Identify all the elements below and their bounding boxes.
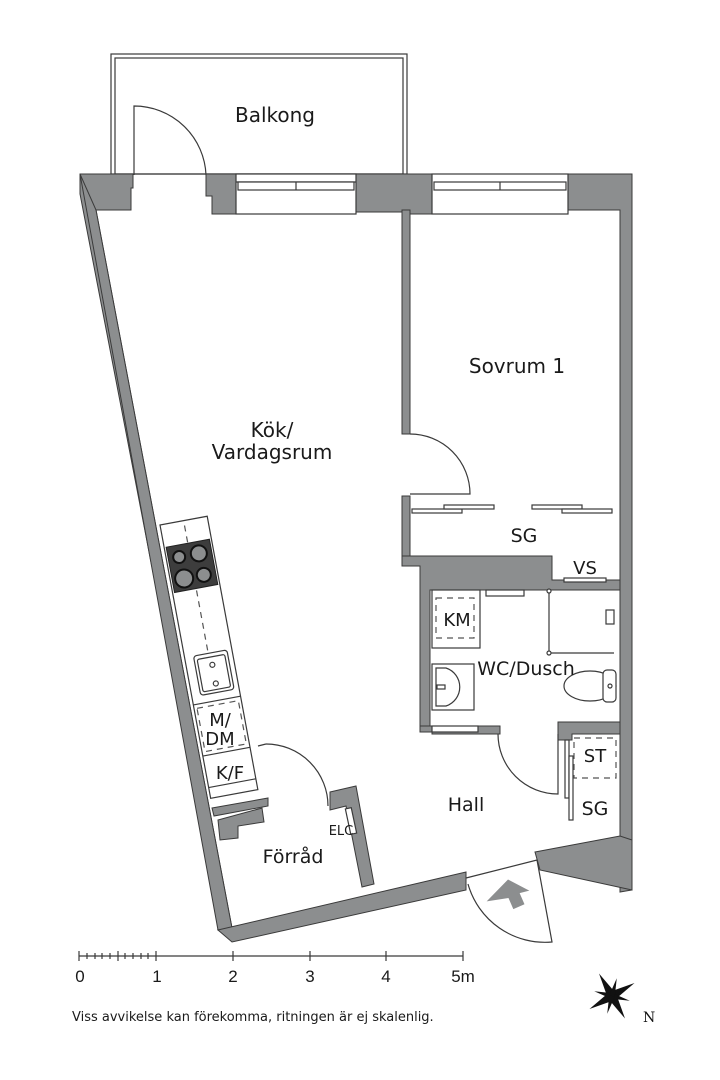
scale-label-1: 1 (152, 967, 161, 986)
scale-label-3: 3 (305, 967, 314, 986)
label-kitchen-1: Kök/ (251, 418, 294, 442)
shower (548, 590, 614, 654)
label-bedroom-wardrobe: SG (511, 525, 538, 547)
compass-icon (589, 973, 635, 1019)
kitchen (159, 515, 259, 800)
scale-bar: 0 1 2 3 4 5m (75, 951, 475, 986)
scale-label-4: 4 (381, 967, 390, 986)
label-fridge-freezer: K/F (216, 763, 244, 784)
label-dishwasher-2: DM (205, 729, 234, 750)
bedroom-door (409, 433, 471, 495)
label-dryer: ST (584, 746, 607, 767)
dryer (573, 737, 617, 779)
storage-door (265, 743, 329, 807)
entrance-arrow-icon (486, 879, 530, 910)
bathroom-fixtures (431, 588, 617, 733)
label-storage: Förråd (263, 845, 324, 868)
walls (79, 173, 633, 943)
bedroom-wardrobe-doors (411, 504, 613, 583)
disclaimer: Viss avvikelse kan förekomma, ritningen … (72, 1010, 434, 1025)
label-balcony: Balkong (235, 103, 315, 127)
label-hall: Hall (448, 794, 485, 816)
scale-label-5: 5m (451, 967, 475, 986)
label-linen-closet: VS (573, 558, 597, 579)
electrical-panel (344, 806, 358, 836)
scale-label-0: 0 (75, 967, 84, 986)
label-bathroom: WC/Dusch (477, 658, 575, 680)
washing-machine (435, 597, 475, 639)
windows (235, 173, 569, 215)
hall-closets (564, 737, 617, 821)
label-dishwasher-1: M/ (209, 710, 232, 731)
bathroom-door (497, 733, 559, 795)
entrance-door (465, 859, 553, 943)
label-washing-machine: KM (443, 610, 470, 631)
label-electrical: ELC (329, 824, 354, 839)
scale-label-2: 2 (228, 967, 237, 986)
label-kitchen-2: Vardagsrum (212, 440, 333, 464)
label-bedroom: Sovrum 1 (469, 354, 565, 378)
label-hall-wardrobe: SG (582, 798, 609, 820)
compass-north-label: N (643, 1010, 655, 1026)
balcony-door (133, 105, 207, 176)
